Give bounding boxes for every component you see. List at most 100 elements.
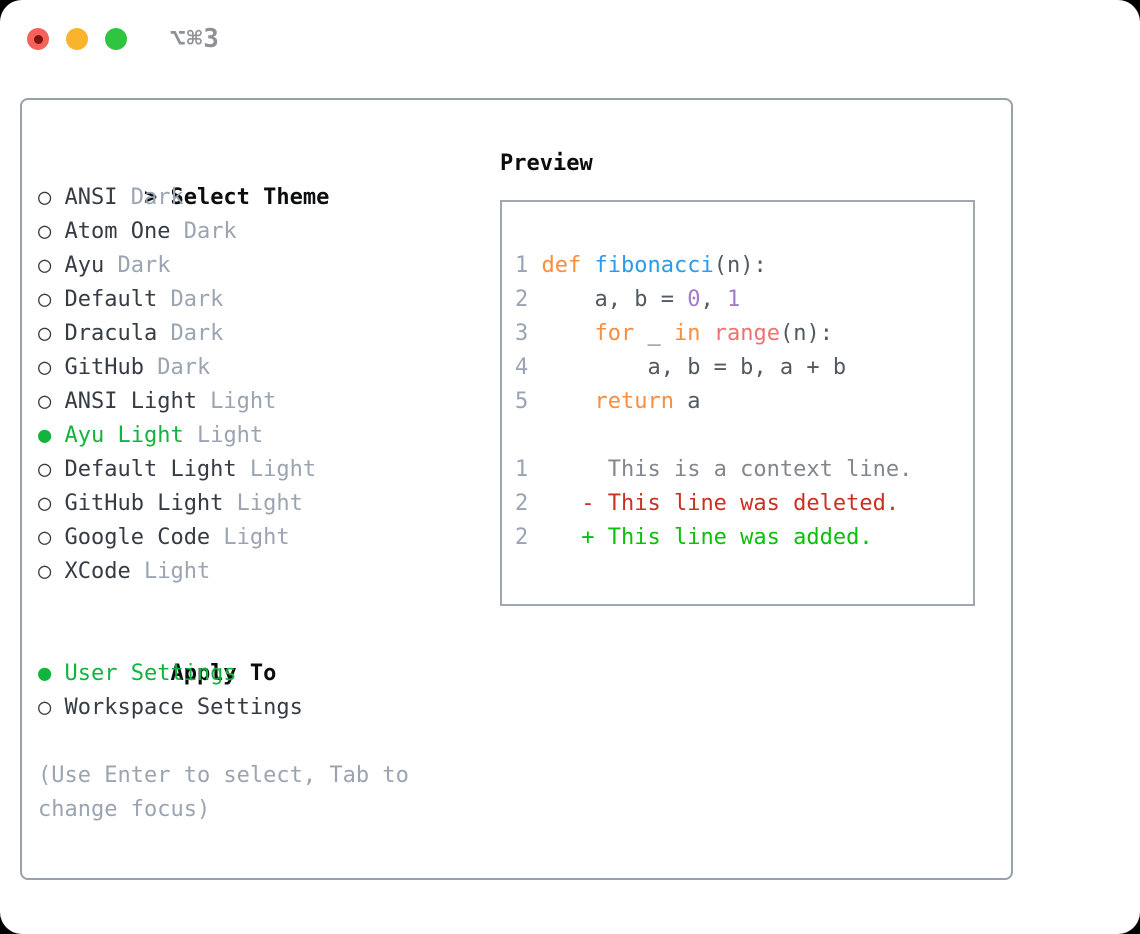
code-line: 1 def fibonacci(n): bbox=[515, 249, 965, 283]
diff-line-context: 1 This is a context line. bbox=[515, 453, 965, 487]
theme-name: GitHub bbox=[64, 355, 144, 380]
radio-unselected-icon: ○ bbox=[38, 287, 52, 312]
theme-option-github[interactable]: ○ GitHub Dark bbox=[38, 351, 468, 385]
theme-variant-tag: Light bbox=[196, 389, 277, 414]
diff-preview: 1 This is a context line. 2 - This line w… bbox=[515, 453, 965, 555]
code-token bbox=[700, 321, 713, 346]
radio-unselected-icon: ○ bbox=[38, 389, 52, 414]
apply-option-label: Workspace Settings bbox=[64, 695, 303, 720]
radio-unselected-icon: ○ bbox=[38, 321, 52, 346]
theme-variant-tag: Light bbox=[223, 491, 303, 516]
spacer bbox=[38, 725, 468, 759]
theme-option-default-light[interactable]: ○Default Light Light bbox=[38, 453, 468, 487]
radio-selected-icon: ● bbox=[38, 423, 52, 448]
theme-name: ANSI bbox=[64, 185, 118, 210]
zoom-button[interactable] bbox=[105, 28, 127, 50]
code-token: 0 bbox=[687, 287, 701, 312]
theme-variant-tag: Dark bbox=[143, 355, 211, 380]
preview-title: Preview bbox=[500, 151, 593, 176]
radio-selected-icon: ● bbox=[38, 661, 52, 686]
code-token: fibonacci bbox=[594, 253, 714, 278]
diff-line-added: 2 + This line was added. bbox=[515, 521, 965, 555]
diff-text: - This line was deleted. bbox=[541, 491, 900, 516]
theme-variant-tag: Dark bbox=[157, 287, 224, 312]
radio-unselected-icon: ○ bbox=[38, 559, 52, 584]
window-title: ⌥⌘3 bbox=[170, 24, 220, 54]
code-line: 5 return a bbox=[515, 385, 965, 419]
line-number: 3 bbox=[515, 321, 542, 346]
theme-name: Ayu Light bbox=[64, 423, 184, 448]
theme-variant-tag: Dark bbox=[104, 253, 171, 278]
line-number: 1 bbox=[515, 457, 542, 482]
theme-name: Ayu bbox=[64, 253, 105, 278]
theme-name: XCode bbox=[64, 559, 131, 584]
theme-option-default[interactable]: ○ Default Dark bbox=[38, 283, 468, 317]
spacer bbox=[515, 419, 965, 453]
code-line: 3 for _ in range(n): bbox=[515, 317, 965, 351]
code-line: 2 a, b = 0, 1 bbox=[515, 283, 965, 317]
code-token bbox=[542, 389, 595, 414]
radio-unselected-icon: ○ bbox=[38, 491, 52, 516]
theme-picker-column: >Select Theme ○ANSI Dark○Atom One Dark○A… bbox=[38, 147, 468, 827]
line-number: 2 bbox=[515, 287, 542, 312]
apply-to-header: Apply To bbox=[38, 623, 468, 686]
line-number: 4 bbox=[515, 355, 542, 380]
theme-option-atom-one[interactable]: ○Atom One Dark bbox=[38, 215, 468, 249]
code-token: a bbox=[673, 389, 701, 414]
main-panel: >Select Theme ○ANSI Dark○Atom One Dark○A… bbox=[20, 98, 1013, 880]
apply-to-list: ● User Settings ○ Workspace Settings bbox=[38, 657, 468, 725]
theme-option-github-light[interactable]: ○ GitHub Light Light bbox=[38, 487, 468, 521]
theme-variant-tag: Light bbox=[236, 457, 317, 482]
line-number: 2 bbox=[515, 491, 542, 516]
line-number: 2 bbox=[515, 525, 542, 550]
code-token: a, b = b, a + b bbox=[541, 355, 847, 380]
document-edited-icon bbox=[33, 34, 43, 44]
minimize-button[interactable] bbox=[66, 28, 88, 50]
radio-unselected-icon: ○ bbox=[38, 355, 52, 380]
theme-name: Google Code bbox=[64, 525, 211, 550]
code-token: for bbox=[594, 321, 635, 346]
code-token: (n): bbox=[713, 253, 767, 278]
theme-option-google-code[interactable]: ○Google Code Light bbox=[38, 521, 468, 555]
theme-option-ayu-light[interactable]: ● Ayu Light Light bbox=[38, 419, 468, 453]
theme-option-ayu[interactable]: ○ Ayu Dark bbox=[38, 249, 468, 283]
preview-column: Preview 1 def fibonacci(n):2 a, b = 0, 1… bbox=[500, 147, 975, 606]
theme-name: Default bbox=[64, 287, 158, 312]
radio-unselected-icon: ○ bbox=[38, 695, 52, 720]
apply-option-workspace-settings[interactable]: ○ Workspace Settings bbox=[38, 691, 468, 725]
theme-name: ANSI Light bbox=[64, 389, 197, 414]
radio-unselected-icon: ○ bbox=[38, 185, 52, 210]
radio-unselected-icon: ○ bbox=[38, 253, 52, 278]
apply-option-user-settings[interactable]: ● User Settings bbox=[38, 657, 468, 691]
theme-name: GitHub Light bbox=[64, 491, 224, 516]
code-token bbox=[542, 321, 595, 346]
theme-option-dracula[interactable]: ○ Dracula Dark bbox=[38, 317, 468, 351]
theme-variant-tag: Dark bbox=[117, 185, 184, 210]
code-token: (n): bbox=[779, 321, 833, 346]
theme-list-title: Select Theme bbox=[170, 185, 330, 210]
theme-variant-tag: Light bbox=[183, 423, 264, 448]
window-titlebar: ⌥⌘3 bbox=[27, 24, 220, 54]
code-token: def bbox=[541, 253, 582, 278]
theme-variant-tag: Light bbox=[210, 525, 290, 550]
theme-list-header: >Select Theme bbox=[38, 147, 468, 210]
theme-variant-tag: Dark bbox=[157, 321, 224, 346]
theme-option-xcode[interactable]: ○XCode Light bbox=[38, 555, 468, 589]
apply-option-label: User Settings bbox=[64, 661, 237, 686]
theme-list: ○ANSI Dark○Atom One Dark○Ayu Dark○Defaul… bbox=[38, 181, 468, 589]
theme-option-ansi[interactable]: ○ ANSI Dark bbox=[38, 181, 468, 215]
line-number: 1 bbox=[515, 253, 542, 278]
diff-text: This is a context line. bbox=[541, 457, 913, 482]
help-text: (Use Enter to select, Tab to change focu… bbox=[38, 763, 409, 822]
code-token: in bbox=[673, 321, 701, 346]
theme-option-ansi-light[interactable]: ○ ANSI Light Light bbox=[38, 385, 468, 419]
line-number: 5 bbox=[515, 389, 542, 414]
code-token: , bbox=[700, 287, 727, 312]
theme-name: Dracula bbox=[64, 321, 158, 346]
diff-text: + This line was added. bbox=[541, 525, 873, 550]
code-token: _ bbox=[634, 321, 674, 346]
close-button[interactable] bbox=[27, 28, 49, 50]
theme-name: Atom One bbox=[64, 219, 171, 244]
